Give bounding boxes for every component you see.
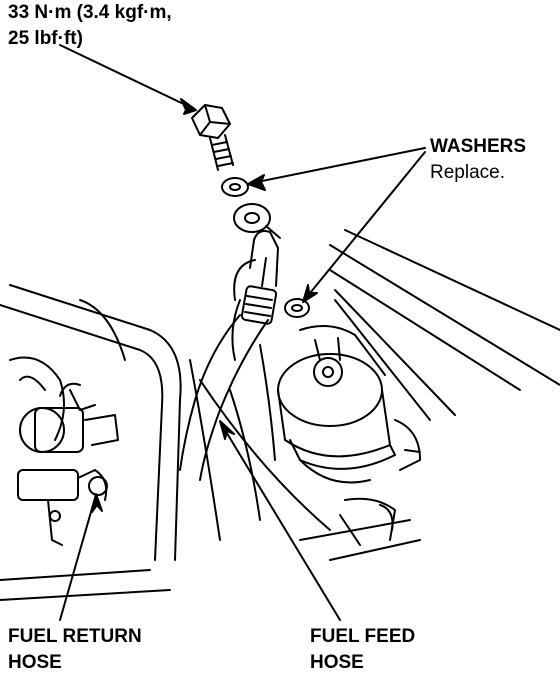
torque-spec-label: 33 N·m (3.4 kgf·m, 25 lbf·ft) (8, 0, 172, 52)
banjo-bolt (191, 104, 234, 171)
leader-lines (59, 44, 426, 621)
engine-contours (329, 229, 560, 421)
fuel-filter (277, 325, 421, 546)
torque-spec-line1: 33 N·m (3.4 kgf·m, (8, 2, 172, 23)
fuel-feed-hose-line2: HOSE (310, 652, 364, 673)
fuel-feed-hose-label: FUEL FEED HOSE (310, 624, 415, 676)
fuel-rail-assembly (17, 382, 119, 546)
fuel-feed-hose-line1: FUEL FEED (310, 626, 416, 647)
washers-title: WASHERS (430, 136, 527, 157)
torque-spec-line2: 25 lbf·ft) (8, 28, 83, 49)
banjo-fitting (221, 177, 310, 318)
washers-replace-note: Replace. (430, 162, 505, 183)
washers-label: WASHERS Replace. (430, 134, 526, 186)
fuel-return-hose-line1: FUEL RETURN (8, 626, 142, 647)
fuel-feed-hose (179, 230, 279, 481)
left-bracket (0, 284, 182, 601)
fuel-return-hose-line2: HOSE (8, 652, 62, 673)
fuel-return-hose-label: FUEL RETURN HOSE (8, 624, 142, 676)
